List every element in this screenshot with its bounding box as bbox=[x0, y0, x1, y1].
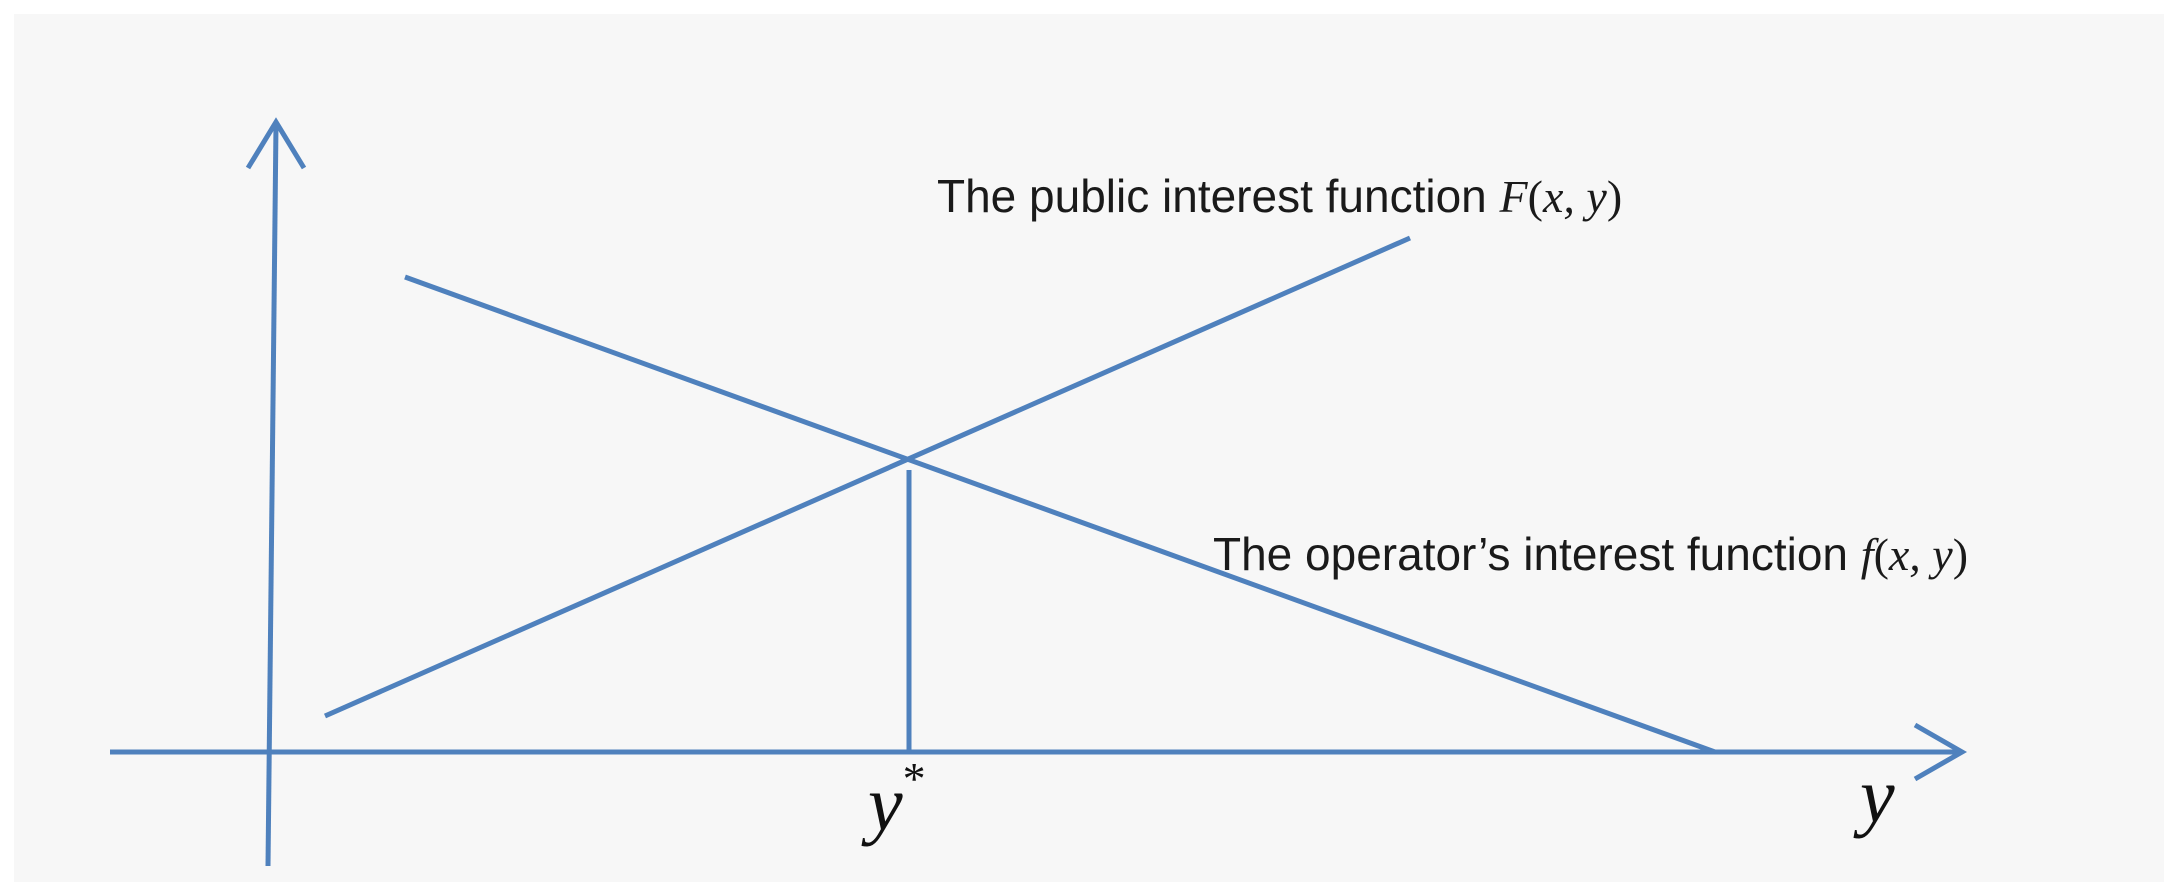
vertical-axis bbox=[265, 123, 279, 867]
horizontal-axis-label: y bbox=[1853, 752, 1895, 839]
equilibrium-label: y* bbox=[861, 753, 926, 847]
equilibrium-variable: y bbox=[861, 760, 903, 847]
horizontal-axis-arrowhead bbox=[1913, 722, 1968, 782]
public-interest-label: The public interest function F(x, y) bbox=[937, 170, 1622, 222]
operator-open-paren: ( bbox=[1874, 529, 1889, 580]
function-lines bbox=[323, 235, 1716, 755]
operator-interest-line bbox=[404, 274, 1716, 755]
operator-close-paren: ) bbox=[1953, 529, 1968, 580]
public-interest-label-text: The public interest function bbox=[937, 170, 1500, 222]
operator-interest-args: x, y bbox=[1888, 529, 1953, 580]
public-open-paren: ( bbox=[1528, 171, 1543, 222]
diagram-background bbox=[14, 14, 2164, 882]
operator-interest-label-text: The operator’s interest function bbox=[1213, 528, 1861, 580]
vertical-axis-arrowhead bbox=[245, 117, 307, 170]
public-interest-function-symbol: F bbox=[1499, 171, 1529, 222]
public-interest-line bbox=[323, 235, 1412, 719]
operator-interest-label: The operator’s interest function f(x, y) bbox=[1213, 528, 1968, 580]
equilibrium-superscript: * bbox=[903, 753, 926, 804]
public-close-paren: ) bbox=[1607, 171, 1622, 222]
axes bbox=[110, 117, 1968, 867]
public-interest-args: x, y bbox=[1542, 171, 1607, 222]
